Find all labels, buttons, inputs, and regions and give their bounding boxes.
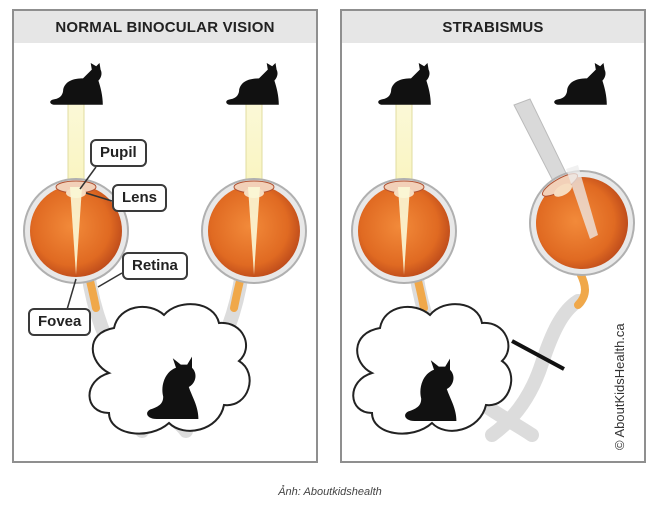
right-eye-strab bbox=[529, 170, 635, 276]
normal-vision-title: NORMAL BINOCULAR VISION bbox=[14, 11, 316, 43]
right-eye bbox=[201, 178, 307, 284]
normal-vision-panel: NORMAL BINOCULAR VISION bbox=[12, 9, 318, 463]
fovea-label: Fovea bbox=[28, 308, 92, 336]
left-eye-strab bbox=[351, 178, 457, 284]
left-eye bbox=[23, 178, 129, 284]
cat-target-right-strab-icon bbox=[554, 63, 607, 105]
optic-nerve-right-strab bbox=[485, 294, 585, 442]
brain-cloud bbox=[88, 303, 251, 435]
cat-target-right-icon bbox=[226, 63, 279, 105]
cat-target-left-icon bbox=[50, 63, 103, 105]
lens-label: Lens bbox=[112, 184, 168, 212]
suppressed-signal-bar bbox=[511, 339, 565, 371]
perceived-cat-strab-icon bbox=[405, 358, 457, 421]
brain-cloud-strab bbox=[352, 303, 513, 435]
strabismus-illustration bbox=[351, 63, 635, 442]
strabismus-title: STRABISMUS bbox=[342, 11, 644, 43]
strabismus-panel: STRABISMUS bbox=[340, 9, 646, 463]
pupil-label: Pupil bbox=[90, 139, 147, 167]
copyright-text: © AboutKidsHealth.ca bbox=[612, 323, 627, 450]
retina-label: Retina bbox=[122, 252, 188, 280]
perceived-cat-icon bbox=[147, 356, 199, 419]
image-credit: Ảnh: Aboutkidshealth bbox=[278, 486, 382, 498]
normal-vision-illustration bbox=[23, 63, 307, 438]
cat-target-left-strab-icon bbox=[378, 63, 431, 105]
